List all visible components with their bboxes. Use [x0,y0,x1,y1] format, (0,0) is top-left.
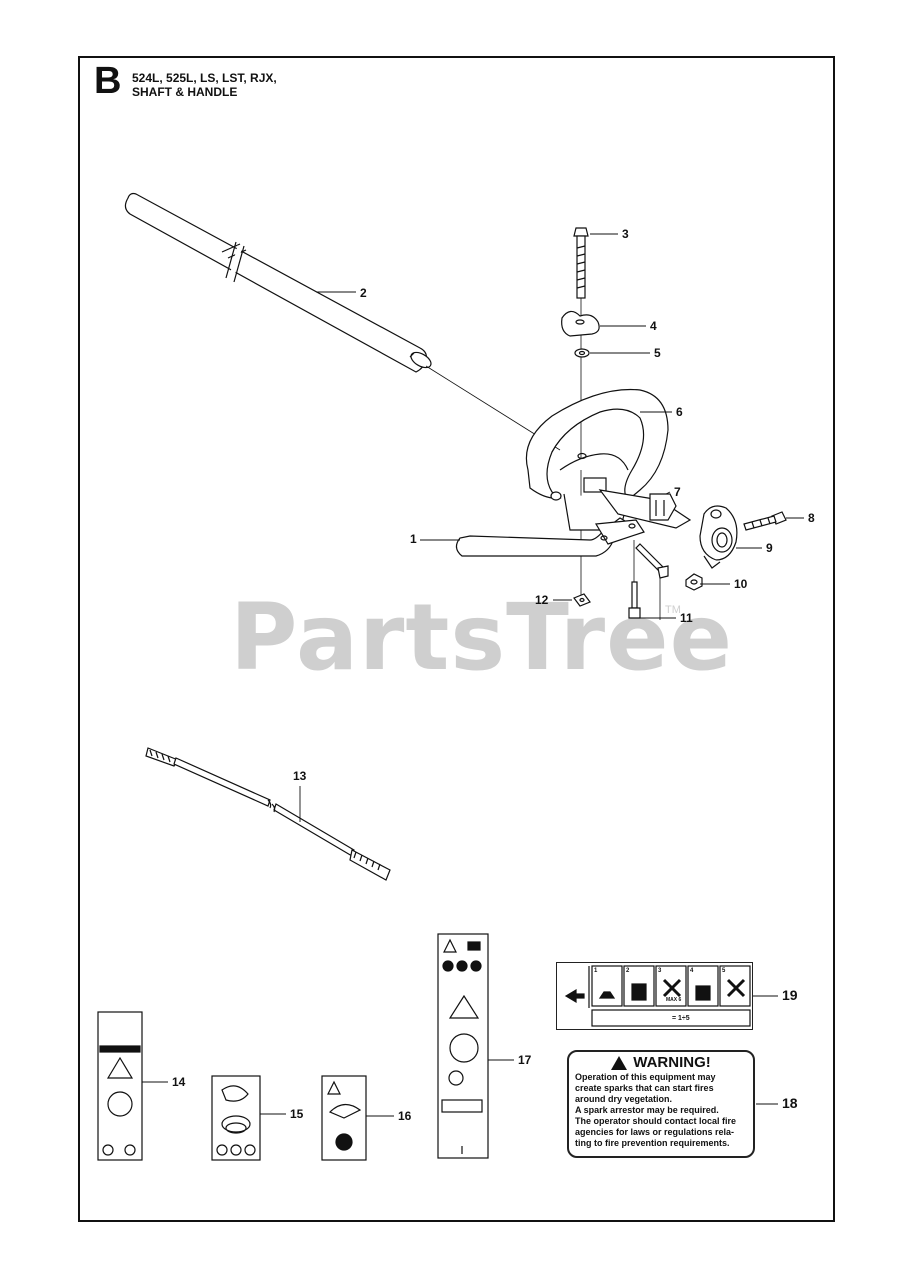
callout-2: 2 [360,286,367,300]
part-barrier-bar-1 [455,517,645,557]
start-step-3: 3 [658,968,662,974]
part-washer-5 [574,348,590,358]
warning-icon [611,1055,628,1070]
part-square-nut-12 [573,593,591,607]
fuel-ratio: = 1÷5 [672,1015,690,1022]
callout-14: 14 [172,1075,186,1089]
part-drive-shaft-13 [145,747,391,881]
callout-8: 8 [808,511,815,525]
callout-7: 7 [674,485,681,499]
leader-lines [142,233,804,1117]
warning-line-3: around dry vegetation. [575,1094,673,1104]
start-step-4: 4 [690,968,694,974]
warning-decal: WARNING! Operation of this equipment may… [567,1050,755,1158]
section-letter: B [94,60,122,102]
decal-15 [211,1075,261,1161]
callout-3: 3 [622,227,629,241]
callout-12: 12 [535,593,549,607]
models-title: 524L, 525L, LS, LST, RJX, [132,71,277,85]
part-clamp-9 [699,505,738,569]
part-nut-10 [685,573,703,591]
warning-line-6: agencies for laws or regulations rela- [575,1127,735,1137]
part-shaft-tube [124,192,432,373]
callout-1: 1 [410,532,417,546]
decal-19-graphics [564,965,751,1027]
callout-9: 9 [766,541,773,555]
callout-11: 11 [680,611,693,625]
callout-18: 18 [782,1095,798,1111]
part-screw-8 [743,511,787,531]
section-subtitle: SHAFT & HANDLE [132,85,238,99]
callout-16: 16 [398,1109,412,1123]
part-bolt-3 [573,227,589,299]
callout-15: 15 [290,1107,304,1121]
callout-6: 6 [676,405,683,419]
diagram-frame [78,56,835,1222]
callout-13: 13 [293,769,307,783]
callout-4: 4 [650,319,657,333]
start-step-2: 2 [626,968,630,974]
decal-14 [97,1011,143,1161]
decal-17 [437,933,489,1159]
start-step-5: 5 [722,968,726,974]
start-max-label: MAX 6 [666,997,682,1003]
callout-10: 10 [734,577,748,591]
callout-5: 5 [654,346,661,360]
warning-line-2: create sparks that can start fires [575,1083,714,1093]
part-screw-11 [628,540,669,620]
warning-line-1: Operation of this equipment may [575,1072,716,1082]
part-clamp-7 [598,489,692,529]
part-knob-4 [561,310,600,337]
warning-line-7: ting to fire prevention requirements. [575,1138,730,1148]
warning-heading: WARNING! [633,1054,711,1071]
decal-16 [321,1075,367,1161]
start-step-1: 1 [594,968,598,974]
watermark: PartsTree [230,584,733,691]
watermark-trademark: TM [665,604,681,616]
callout-19: 19 [782,987,798,1003]
warning-line-5: The operator should contact local fire [575,1116,737,1126]
callout-17: 17 [518,1053,532,1067]
warning-line-4: A spark arrestor may be required. [575,1105,719,1115]
start-decal [556,962,753,1030]
